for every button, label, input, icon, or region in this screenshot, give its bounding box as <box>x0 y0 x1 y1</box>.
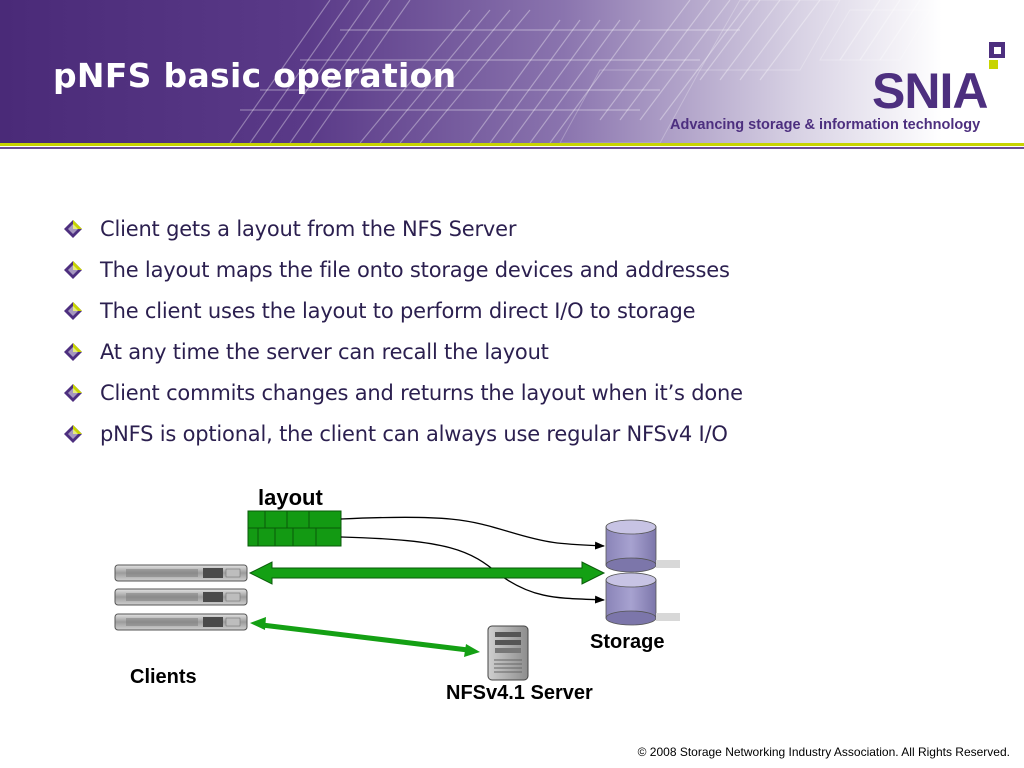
accent-rule <box>0 143 1024 146</box>
bullet-item: The layout maps the file onto storage de… <box>62 249 743 290</box>
pnfs-diagram <box>114 510 680 681</box>
bullet-text: Client gets a layout from the NFS Server <box>100 216 517 241</box>
snia-logo-mark-icon <box>989 42 1005 69</box>
bullet-item: The client uses the layout to perform di… <box>62 290 743 331</box>
diamond-bullet-icon <box>64 301 82 320</box>
bullet-text: The layout maps the file onto storage de… <box>100 257 730 282</box>
storage-disk-icon <box>605 572 680 626</box>
clients-label: Clients <box>130 666 197 688</box>
bullet-item: pNFS is optional, the client can always … <box>62 413 743 454</box>
client-server-icon <box>114 613 248 631</box>
bullet-text: pNFS is optional, the client can always … <box>100 421 728 446</box>
snia-logo: SNIA <box>872 63 988 119</box>
diamond-bullet-icon <box>64 383 82 402</box>
bullet-text: The client uses the layout to perform di… <box>100 298 696 323</box>
storage-disk-icon <box>605 519 680 573</box>
metadata-double-arrow <box>250 617 480 657</box>
client-server-icon <box>114 564 248 582</box>
layout-to-disk-1-arrow <box>340 516 605 550</box>
direct-io-double-arrow <box>248 561 606 585</box>
banner-pattern <box>229 0 931 143</box>
bullet-text: At any time the server can recall the la… <box>100 339 549 364</box>
purple-rule <box>0 147 1024 149</box>
bullet-item: Client gets a layout from the NFS Server <box>62 208 743 249</box>
diamond-bullet-icon <box>64 424 82 443</box>
bullet-item: At any time the server can recall the la… <box>62 331 743 372</box>
bullet-item: Client commits changes and returns the l… <box>62 372 743 413</box>
title-banner: pNFS basic operation SNIA Advancing stor… <box>0 0 1024 143</box>
slide-title: pNFS basic operation <box>53 56 457 95</box>
diamond-bullet-icon <box>64 342 82 361</box>
copyright-footer: © 2008 Storage Networking Industry Assoc… <box>637 745 1010 759</box>
bullet-list: Client gets a layout from the NFS Server… <box>62 208 743 454</box>
server-label: NFSv4.1 Server <box>446 682 593 704</box>
snia-tagline: Advancing storage & information technolo… <box>670 117 981 133</box>
layout-label: layout <box>258 485 323 510</box>
storage-label: Storage <box>590 631 665 653</box>
diamond-bullet-icon <box>64 260 82 279</box>
client-server-icon <box>114 588 248 606</box>
nfs-server-tower-icon <box>487 625 529 681</box>
layout-grid-icon <box>247 510 342 547</box>
diamond-bullet-icon <box>64 219 82 238</box>
bullet-text: Client commits changes and returns the l… <box>100 380 743 405</box>
